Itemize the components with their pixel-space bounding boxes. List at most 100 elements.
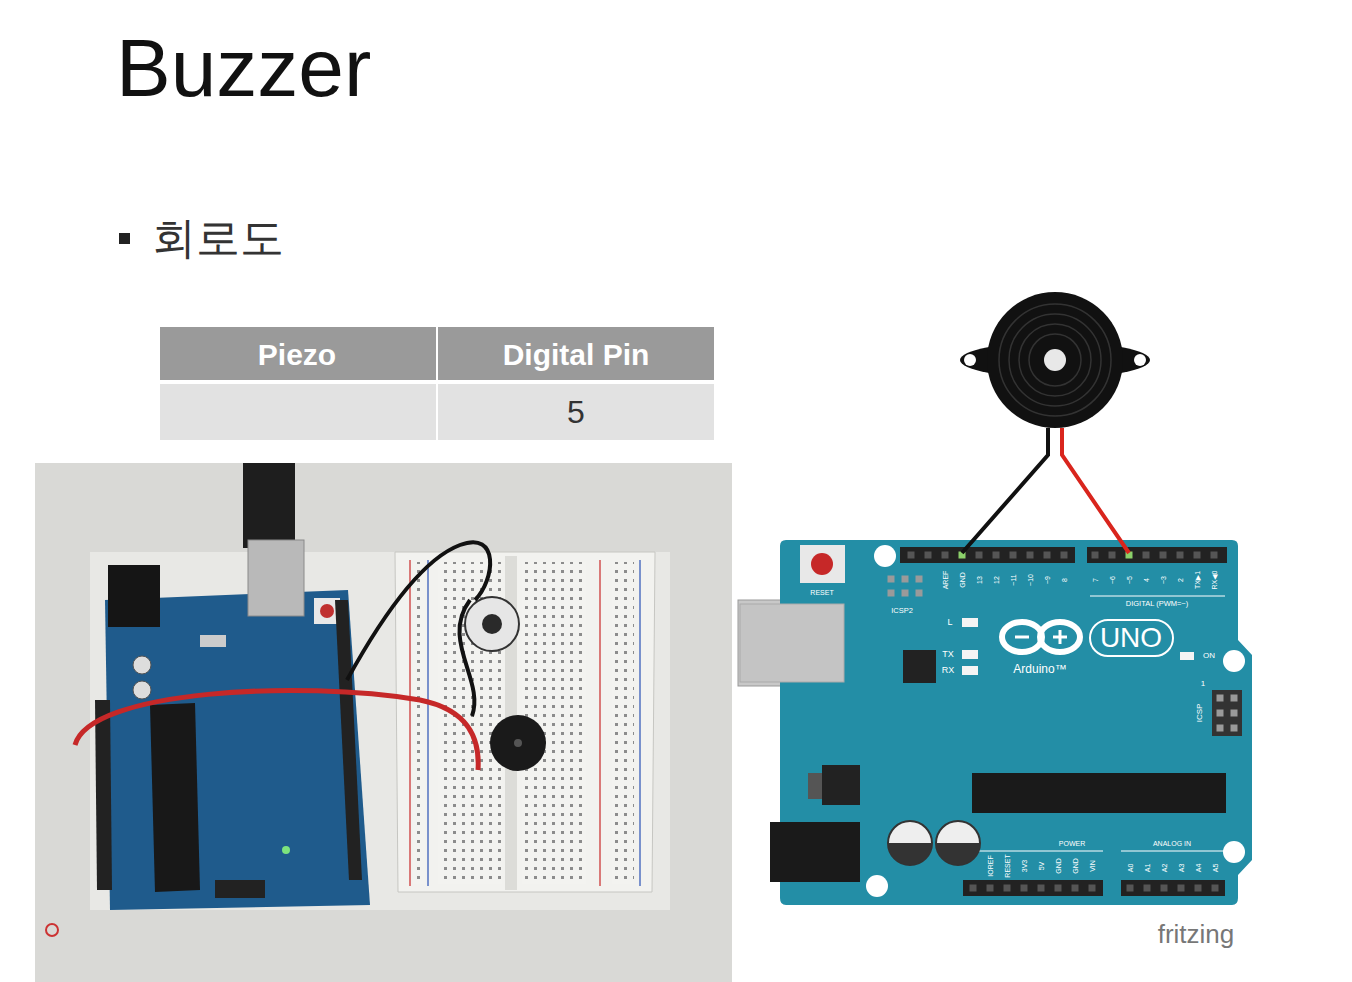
header-pin [1217, 710, 1224, 717]
header-pin [1127, 885, 1134, 892]
icsp-header [215, 880, 265, 898]
header-pin [1027, 552, 1034, 559]
header-pin [925, 552, 932, 559]
reset-button-cap [811, 553, 833, 575]
header-pin [942, 552, 949, 559]
section-heading: 회로도 [152, 216, 284, 260]
rail-holes [612, 562, 634, 884]
buzzer-tab-hole [1134, 354, 1146, 366]
uno-badge [1090, 620, 1173, 656]
pin-label: GND [1072, 858, 1079, 874]
regulator [822, 765, 860, 805]
header-pin [1161, 885, 1168, 892]
buzzer-ring [1009, 314, 1101, 406]
capacitor [888, 821, 932, 865]
usb-connector [248, 540, 304, 616]
power-jack [770, 822, 860, 882]
table-cell [438, 384, 714, 440]
header-pin [1109, 552, 1116, 559]
capacitor [133, 681, 151, 699]
table-header-cell [160, 327, 436, 380]
pin-label: 3V3 [1021, 860, 1028, 872]
digital-header [900, 547, 1075, 563]
header-pin [1211, 552, 1218, 559]
bullet [119, 233, 130, 244]
pin-label: 5V [1038, 862, 1045, 871]
capacitor [936, 843, 980, 865]
header-pin [888, 590, 895, 597]
acrylic-base [90, 552, 670, 910]
mounting-hole [1223, 650, 1245, 672]
cursor-icon [46, 924, 58, 936]
pin-label: ~10 [1027, 574, 1034, 586]
board-label: ICSP [1196, 704, 1204, 723]
header-pin [1055, 885, 1062, 892]
power-jack [108, 565, 160, 627]
buzzer-photo-center [482, 614, 502, 634]
pin-label: 12 [993, 576, 1000, 584]
board-label: RX [942, 666, 955, 675]
header-pin [908, 552, 915, 559]
table-cell: 5 [567, 396, 585, 428]
table-header: Piezo [258, 340, 336, 370]
header-pin [1178, 885, 1185, 892]
board-label: 1 [1201, 680, 1205, 688]
buzzer-photo [490, 715, 546, 771]
header-pin [888, 576, 895, 583]
signal-wire [1062, 428, 1129, 553]
jumper-wire [347, 542, 490, 680]
silkscreen-line [965, 851, 1103, 852]
header-pin [1212, 885, 1219, 892]
buzzer-photo-center [514, 739, 522, 747]
power-rail [639, 560, 641, 886]
buzzer-photo [465, 597, 519, 651]
pin-label: ~5 [1126, 576, 1133, 584]
power-header [963, 880, 1103, 896]
header-pin [1092, 552, 1099, 559]
rail-holes [413, 562, 425, 884]
pin-label: ~3 [1160, 576, 1167, 584]
reset-button-cap [320, 604, 334, 618]
header-pin [1177, 552, 1184, 559]
pin-label: ~9 [1044, 576, 1051, 584]
table-header: Digital Pin [503, 340, 650, 370]
microcontroller [150, 703, 200, 892]
slide-title: Buzzer [116, 27, 371, 109]
board-label: RESET [810, 589, 833, 596]
header-pin [1061, 552, 1068, 559]
header-pin [1231, 725, 1238, 732]
board-label: L [947, 618, 952, 627]
board-label: ANALOG IN [1153, 840, 1191, 847]
buzzer-ring [999, 304, 1111, 416]
header-pin [1231, 710, 1238, 717]
capacitor [936, 821, 980, 865]
buzzer-center [1044, 349, 1066, 371]
pin-label: 8 [1061, 578, 1068, 582]
usb-connector [738, 600, 846, 686]
buzzer-tab-hole [964, 354, 976, 366]
regulator-tab [808, 773, 822, 799]
icsp-header [1212, 690, 1242, 736]
header-pin [916, 590, 923, 597]
header-pin [1231, 695, 1238, 702]
jumper-wire [75, 690, 478, 770]
pin-label: A1 [1144, 864, 1151, 873]
pin-label: ~11 [1010, 574, 1017, 585]
pin-label: RX◀0 [1211, 570, 1218, 589]
ground-wire [962, 428, 1048, 553]
table-cell [160, 384, 436, 440]
mounting-hole [866, 875, 888, 897]
pin-table [160, 327, 714, 440]
header-pin [1194, 552, 1201, 559]
board-label: DIGITAL (PWM=~) [1126, 600, 1189, 608]
table-header-cell [438, 327, 714, 380]
pin-label: GND [959, 572, 966, 588]
header-pin [993, 552, 1000, 559]
header-pin [1089, 885, 1096, 892]
pin-label: RESET [1004, 854, 1011, 877]
header-pin [902, 576, 909, 583]
microcontroller [972, 773, 1226, 813]
power-led [282, 846, 290, 854]
piezo-buzzer [960, 292, 1150, 553]
